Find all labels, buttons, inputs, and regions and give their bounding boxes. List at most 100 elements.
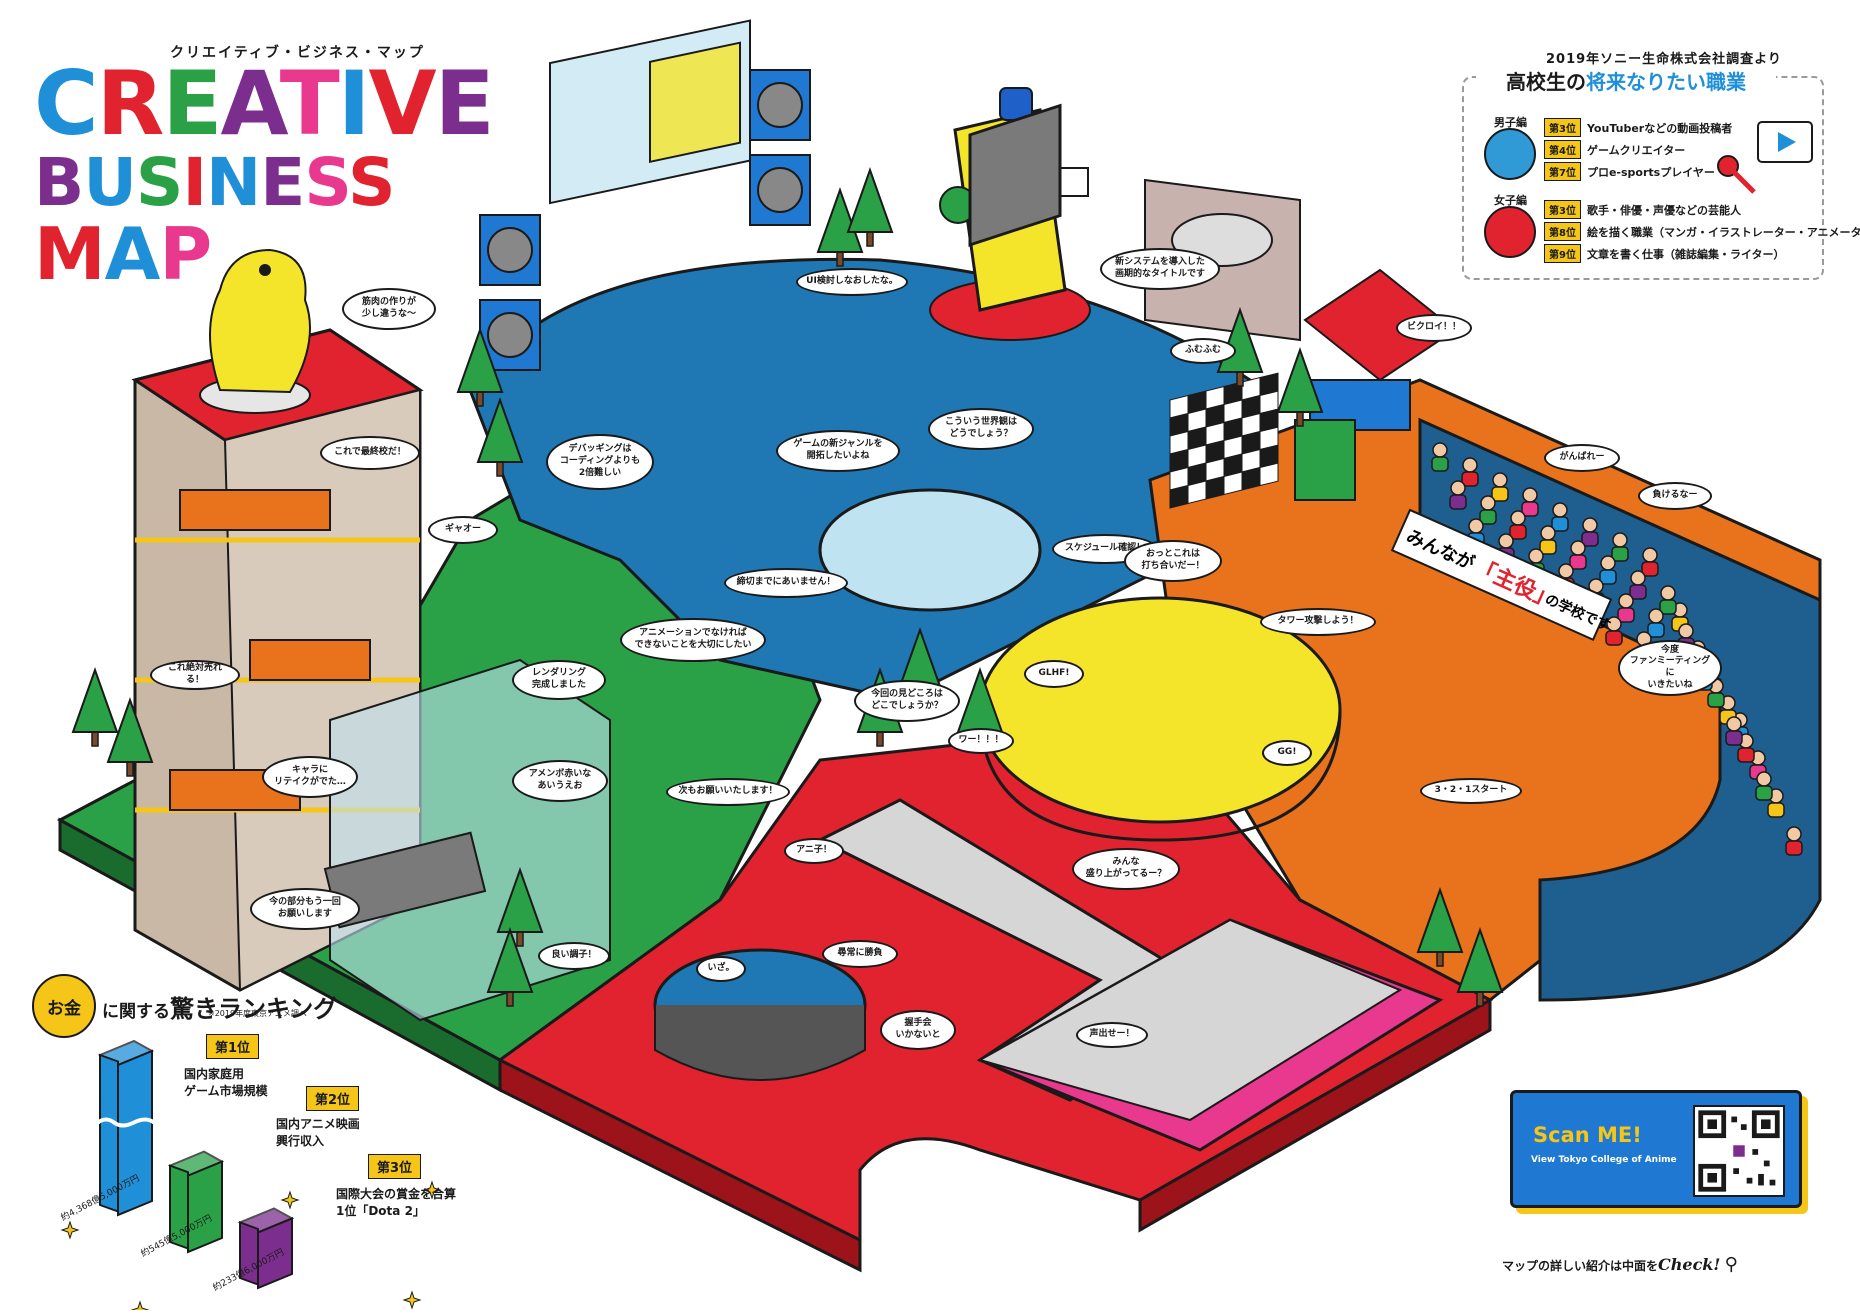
money-rank-3-label: 国際大会の賞金を合算 1位「Dota 2」 — [336, 1187, 457, 1218]
money-rank-2-badge: 第2位 — [306, 1086, 360, 1111]
tree — [106, 697, 154, 777]
speech-bubble: タワー攻撃しよう！ — [1260, 608, 1376, 636]
scan-me-label: Scan ME! — [1533, 1123, 1642, 1147]
crowd-person — [1647, 608, 1665, 638]
speech-bubble: ワー！！！ — [948, 728, 1014, 754]
speaker-tower-right — [749, 69, 811, 226]
speech-bubble: GLHF! — [1024, 660, 1084, 688]
checker-cell — [1241, 466, 1261, 491]
game-controller-board — [1144, 178, 1301, 342]
yellow-mascot-statue — [199, 248, 311, 414]
tree — [71, 667, 119, 747]
crowd-person — [1767, 788, 1785, 818]
checkered-board — [1169, 372, 1279, 509]
speech-bubble: ゲームの新ジャンルを 開拓したいよね — [776, 430, 900, 472]
qr-footer: マップの詳しい紹介は中面をCheck! ⚲ — [1502, 1254, 1738, 1275]
sparkle-icon — [130, 1300, 150, 1310]
boys-label: 男子編 — [1494, 116, 1527, 129]
speech-bubble: GG! — [1262, 740, 1312, 766]
money-ranking-heading: に関する驚きランキング — [102, 994, 338, 1023]
ranking-heading: 高校生の将来なりたい職業 — [1476, 66, 1776, 95]
checker-cell — [1169, 484, 1189, 509]
crowd-person — [1629, 570, 1647, 600]
sparkle-icon — [402, 1290, 422, 1310]
speech-bubble: キャラに リテイクがでた… — [262, 756, 358, 798]
speech-bubble: いざ。 — [696, 956, 746, 982]
ranking-heading-prefix: 高校生の — [1506, 70, 1586, 94]
boy-avatar — [1484, 128, 1536, 180]
girls-rank-row: 第9位文章を書く仕事（雑誌編集・ライター） — [1544, 244, 1785, 263]
ranking-source: 2019年ソニー生命株式会社調査より — [1546, 52, 1782, 67]
crowd-person — [1641, 547, 1659, 577]
speech-bubble: 今の部分もう一回 お願いします — [250, 888, 360, 930]
tree — [1456, 927, 1504, 1007]
money-rank-2-label: 国内アニメ映画 興行収入 — [276, 1117, 360, 1148]
swordplay-stage-side — [654, 1005, 866, 1081]
speaker-tower-left — [479, 214, 541, 371]
sparkle-icon — [60, 1220, 80, 1240]
speech-bubble: これで最終校だ！ — [320, 436, 420, 470]
girls-rank-row: 第3位歌手・俳優・声優などの芸能人 — [1544, 200, 1741, 219]
crowd-person — [1461, 457, 1479, 487]
idol-stage-top — [977, 918, 1403, 1122]
qr-code-icon[interactable] — [1693, 1105, 1785, 1197]
speech-bubble: がんばれー — [1544, 444, 1620, 472]
money-ranking-title: お金 に関する驚きランキング — [32, 974, 337, 1038]
speech-bubble: アニ子！ — [784, 838, 844, 864]
crowd-person — [1491, 472, 1509, 502]
crowd-person — [1599, 555, 1617, 585]
speech-bubble: 次もお願いいたします！ — [666, 778, 790, 806]
checker-cell — [1259, 462, 1279, 487]
crowd-person — [1449, 480, 1467, 510]
crowd-person — [1581, 517, 1599, 547]
boys-rank-row: 第7位プロe-sportsプレイヤー — [1544, 162, 1715, 181]
title-kana: クリエイティブ・ビジネス・マップ — [170, 45, 425, 61]
qr-card[interactable]: Scan ME! View Tokyo College of Anime — [1510, 1090, 1802, 1208]
girls-rank-row: 第8位絵を描く職業（マンガ・イラストレーター・アニメーター） — [1544, 222, 1860, 241]
ranking-heading-highlight: 将来なりたい職業 — [1586, 70, 1746, 94]
speech-bubble: ビクロイ！！ — [1396, 314, 1472, 342]
tree — [846, 167, 894, 247]
title-line-1: CREATIVE — [34, 52, 495, 155]
money-bar — [237, 1207, 295, 1290]
music-icon — [1059, 167, 1089, 197]
crowd-person — [1569, 540, 1587, 570]
checker-cell — [1223, 471, 1243, 496]
speech-bubble: アニメーションでなければ できないことを大切にしたい — [620, 618, 766, 662]
girl-avatar — [1484, 206, 1536, 258]
speech-bubble: こういう世界観は どうでしょう？ — [928, 408, 1034, 450]
crowd-person — [1605, 616, 1623, 646]
title-line-2: BUSINESS — [34, 144, 395, 221]
speech-bubble: これ絶対売れる！ — [150, 660, 240, 690]
tree — [496, 867, 544, 947]
crowd-person — [1551, 502, 1569, 532]
speech-bubble: デバッギングは コーディングよりも 2倍難しい — [546, 434, 654, 490]
tree — [476, 397, 524, 477]
money-bar — [167, 1150, 225, 1254]
money-bar — [97, 1039, 155, 1217]
crowd-person — [1509, 510, 1527, 540]
esports-stage-side — [978, 709, 1342, 842]
speech-bubble: アメンボ赤いな あいうえお — [512, 760, 608, 802]
speech-bubble: UI検討しなおしたな。 — [796, 268, 908, 296]
speech-bubble: 締切までにあいません！ — [724, 568, 848, 598]
money-bar-chart — [60, 1039, 442, 1310]
speech-bubble: おっとこれは 打ち合いだー！ — [1124, 540, 1222, 582]
speech-bubble: ギャオー — [428, 516, 498, 544]
crowd-person — [1755, 771, 1773, 801]
speech-bubble: 良い調子！ — [538, 942, 610, 970]
speech-bubble: 握手会 いかないと — [880, 1010, 956, 1050]
bar-break — [96, 1117, 156, 1128]
search-icon: ⚲ — [1724, 1254, 1738, 1275]
speech-bubble: 負けるなー — [1638, 482, 1712, 510]
speech-bubble: 今回の見どころは どこでしょうか？ — [854, 680, 960, 722]
green-door — [1294, 419, 1356, 501]
crowd-person — [1479, 495, 1497, 525]
crowd-person — [1431, 442, 1449, 472]
tree — [1276, 347, 1324, 427]
speech-bubble: ふむふむ — [1170, 338, 1236, 364]
checker-cell — [1187, 480, 1207, 505]
crowd-person — [1521, 487, 1539, 517]
speech-bubble: みんな 盛り上がってるー？ — [1072, 848, 1180, 890]
girls-label: 女子編 — [1494, 194, 1527, 207]
